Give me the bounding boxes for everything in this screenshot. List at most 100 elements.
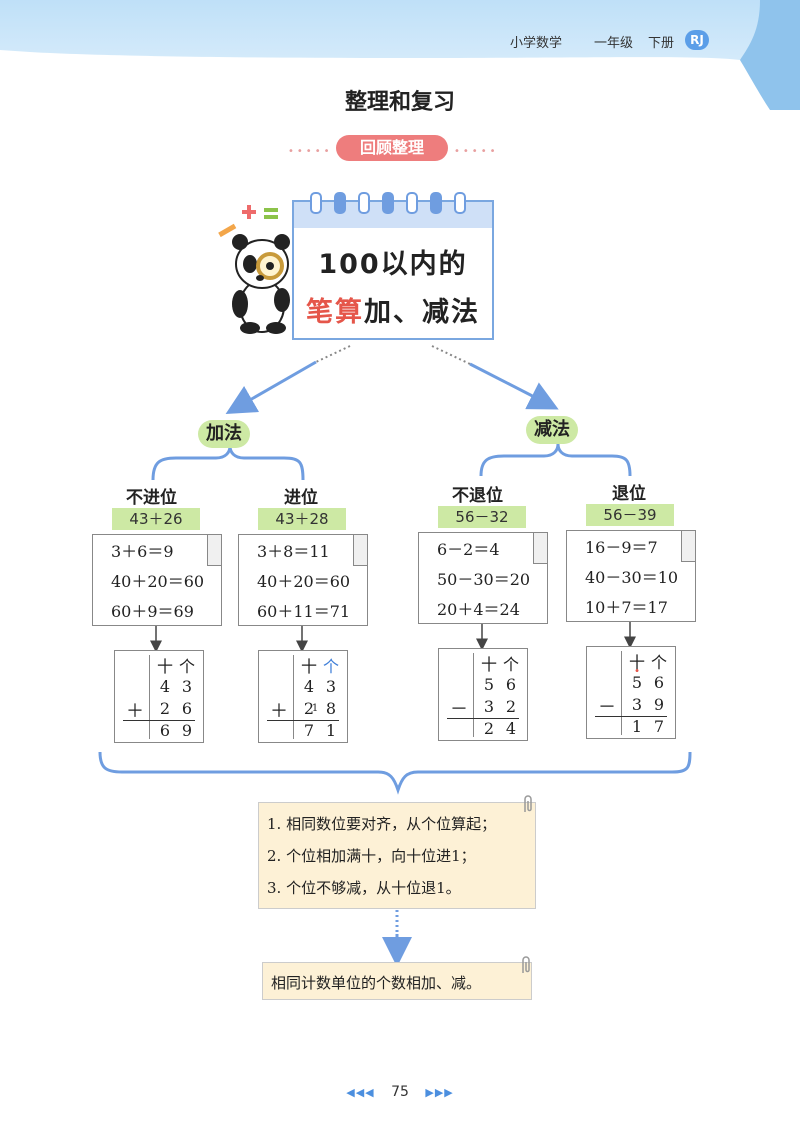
- header-volume: 下册: [648, 36, 675, 51]
- result-line: [447, 718, 519, 719]
- case-example: 43＋28: [258, 508, 346, 530]
- topic-rest: 加、减法: [364, 297, 480, 328]
- borrow-dot: ·: [634, 661, 640, 680]
- pill-dots-left: •••••: [288, 146, 333, 157]
- edition-badge: RJ: [685, 30, 709, 50]
- digit: 5: [631, 673, 643, 692]
- ring-icon: [310, 192, 322, 214]
- branch-subtraction: 减法: [526, 416, 578, 444]
- math-symbols-icon: [218, 205, 278, 238]
- calc-step: 60＋9＝69: [111, 602, 194, 621]
- case-label: 不退位: [452, 486, 503, 506]
- calc-step: 40＋20＝60: [257, 572, 351, 591]
- digit: 7: [653, 717, 665, 736]
- case-label: 退位: [612, 484, 646, 504]
- calc-step: 40－30＝10: [585, 568, 679, 587]
- calc-step: 16－9＝7: [585, 538, 658, 557]
- digit: 2: [483, 719, 495, 738]
- page-number: 75: [391, 1084, 409, 1100]
- digit: 3: [631, 695, 643, 714]
- ring-icon: [334, 192, 346, 214]
- operator-sign: －: [598, 697, 616, 718]
- calc-step: 10＋7＝17: [585, 598, 668, 617]
- digit: 3: [325, 677, 337, 696]
- ones-header: 个: [650, 653, 667, 672]
- topic-card: 100以内的 笔算加、减法: [292, 192, 494, 340]
- result-line: [123, 720, 195, 721]
- case-example: 56－32: [438, 506, 526, 528]
- ring-icon: [454, 192, 466, 214]
- calc-step: 3＋8＝11: [257, 542, 330, 561]
- digit: 2: [303, 699, 315, 718]
- vertical-form: 十 个 · 5 6 － 3 9 1 7: [586, 646, 676, 739]
- calc-step: 6－2＝4: [437, 540, 500, 559]
- digit: 9: [181, 721, 193, 740]
- ones-header: 个: [178, 657, 195, 676]
- page-footer: ◀◀◀ 75 ▶▶▶: [0, 1084, 800, 1100]
- digit: 2: [505, 697, 517, 716]
- digit: 8: [325, 699, 337, 718]
- summary-item: 2. 个位相加满十，向十位进1；: [267, 847, 476, 865]
- operator-sign: －: [450, 699, 468, 720]
- operator-sign: ＋: [270, 701, 288, 722]
- digit: 4: [159, 677, 171, 696]
- calc-step: 40＋20＝60: [111, 572, 205, 591]
- tens-header: 十: [300, 657, 317, 676]
- summary-item: 3. 个位不够减，从十位退1。: [267, 879, 461, 897]
- case-label: 不进位: [126, 488, 177, 508]
- digit: 9: [653, 695, 665, 714]
- conclusion-text: 相同计数单位的个数相加、减。: [271, 974, 482, 992]
- case-example: 43＋26: [112, 508, 200, 530]
- ring-icon: [382, 192, 394, 214]
- calc-steps-box: 6－2＝4 50－30＝20 20＋4＝24: [418, 532, 548, 624]
- calc-step: 60＋11＝71: [257, 602, 351, 621]
- case-label: 进位: [284, 488, 318, 508]
- case-example: 56－39: [586, 504, 674, 526]
- vertical-form: 十 个 4 3 ＋ 2 6 6 9: [114, 650, 204, 743]
- digit: 2: [159, 699, 171, 718]
- tens-header: 十: [480, 655, 497, 674]
- topic-line2: 笔算加、减法: [294, 290, 492, 329]
- branch-addition: 加法: [198, 420, 250, 448]
- calc-steps-box: 3＋8＝11 40＋20＝60 60＋11＝71: [238, 534, 368, 626]
- summary-note: 1. 相同数位要对齐，从个位算起； 2. 个位相加满十，向十位进1； 3. 个位…: [258, 802, 536, 909]
- ring-icon: [358, 192, 370, 214]
- tens-header: 十: [628, 653, 645, 672]
- vertical-form: 十 个 5 6 － 3 2 2 4: [438, 648, 528, 741]
- carry-mark: 1: [311, 703, 319, 714]
- calc-steps-box: 3＋6＝9 40＋20＝60 60＋9＝69: [92, 534, 222, 626]
- ones-header: 个: [502, 655, 519, 674]
- digit: 3: [181, 677, 193, 696]
- digit: 6: [159, 721, 171, 740]
- digit: 1: [631, 717, 643, 736]
- tens-header: 十: [156, 657, 173, 676]
- ones-header: 个: [322, 657, 339, 676]
- pill-dots-right: •••••: [454, 146, 499, 157]
- header-subject: 小学数学: [510, 36, 563, 51]
- prev-arrows-icon: ◀◀◀: [346, 1086, 375, 1099]
- digit: 6: [505, 675, 517, 694]
- next-arrows-icon: ▶▶▶: [425, 1086, 454, 1099]
- calc-steps-box: 16－9＝7 40－30＝10 10＋7＝17: [566, 530, 696, 622]
- ring-icon: [406, 192, 418, 214]
- summary-item: 1. 相同数位要对齐，从个位算起；: [267, 815, 497, 833]
- calc-step: 50－30＝20: [437, 570, 531, 589]
- digit: 5: [483, 675, 495, 694]
- calc-step: 20＋4＝24: [437, 600, 520, 619]
- digit: 1: [325, 721, 337, 740]
- section-pill: 回顾整理: [336, 135, 448, 161]
- result-line: [267, 720, 339, 721]
- ring-icon: [430, 192, 442, 214]
- operator-sign: ＋: [126, 701, 144, 722]
- panda-mascot-icon: [232, 234, 290, 334]
- topic-line1: 100以内的: [318, 249, 468, 280]
- header-band: [0, 0, 800, 110]
- digit: 4: [505, 719, 517, 738]
- header-grade: 一年级: [594, 36, 634, 51]
- result-line: [595, 716, 667, 717]
- page-title: 整理和复习: [344, 90, 455, 115]
- digit: 3: [483, 697, 495, 716]
- digit: 6: [653, 673, 665, 692]
- digit: 6: [181, 699, 193, 718]
- topic-highlight: 笔算: [306, 297, 364, 328]
